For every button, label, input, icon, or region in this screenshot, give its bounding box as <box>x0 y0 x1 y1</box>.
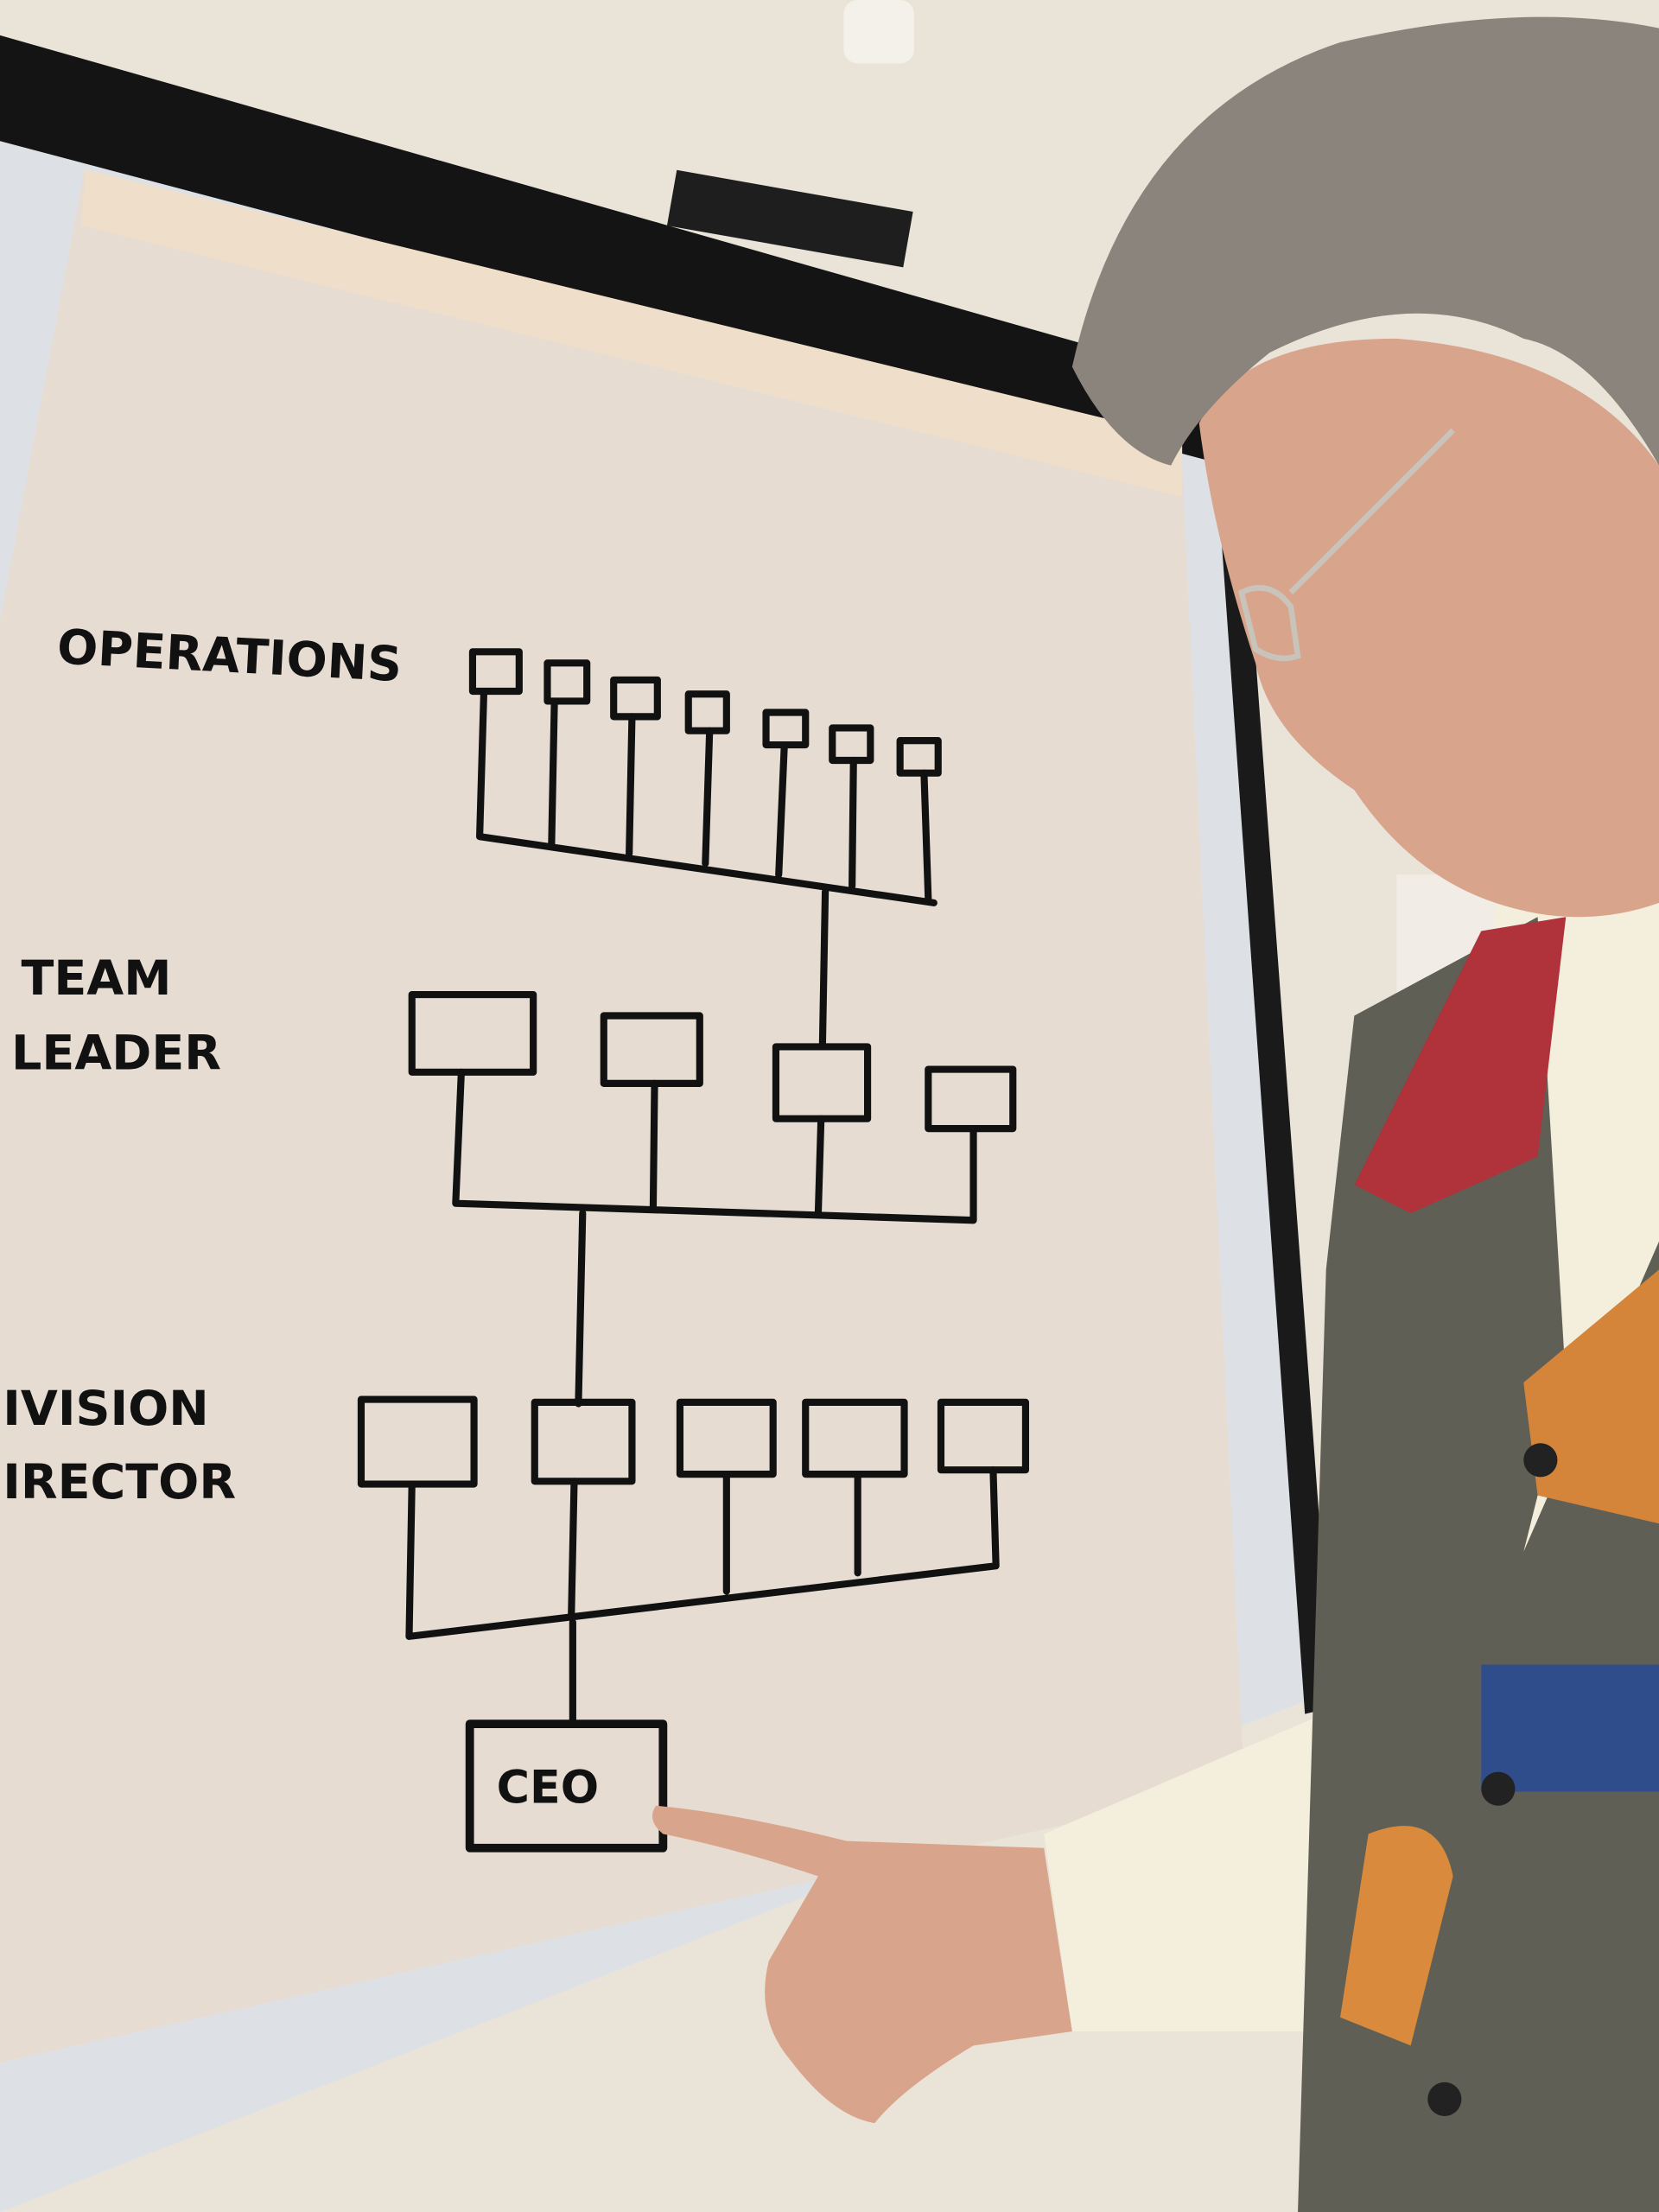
ceo-box: CEO <box>465 1719 668 1853</box>
org-box <box>543 659 591 705</box>
level-label-team: TEAM <box>21 950 171 1007</box>
org-box <box>937 1398 1030 1474</box>
flipchart-paper <box>0 168 1244 2063</box>
screen-right-edge <box>1213 423 1333 1714</box>
vest-buttons <box>1427 1443 1558 2116</box>
division-director-row <box>357 1395 1030 1728</box>
org-box <box>531 1398 636 1485</box>
vest-pattern-red <box>1354 917 1567 1214</box>
org-box <box>468 648 523 696</box>
ceo-label: CEO <box>497 1763 599 1815</box>
org-box <box>408 990 537 1076</box>
hand-pointing <box>652 1805 1072 2124</box>
glasses <box>1237 428 1455 662</box>
ceiling-light <box>843 0 914 64</box>
level-label-division: IVISION <box>3 1381 209 1437</box>
vest-pattern-figure <box>1340 1826 1453 2046</box>
hair <box>1071 16 1659 466</box>
org-box <box>357 1395 478 1488</box>
screen-frame <box>0 35 1228 466</box>
flipchart-header-strip <box>81 168 1183 497</box>
head <box>1198 338 1659 918</box>
org-box <box>896 737 942 777</box>
person <box>652 16 1659 2212</box>
team-leader-row <box>408 990 1017 1408</box>
operations-row <box>468 648 942 1051</box>
level-label-director: IRECTOR <box>3 1454 236 1510</box>
shirt-sleeve <box>1044 1707 1355 2032</box>
vest-pattern-blue <box>1481 1664 1659 1792</box>
level-label-leader: LEADER <box>11 1026 221 1082</box>
clip <box>666 169 913 268</box>
